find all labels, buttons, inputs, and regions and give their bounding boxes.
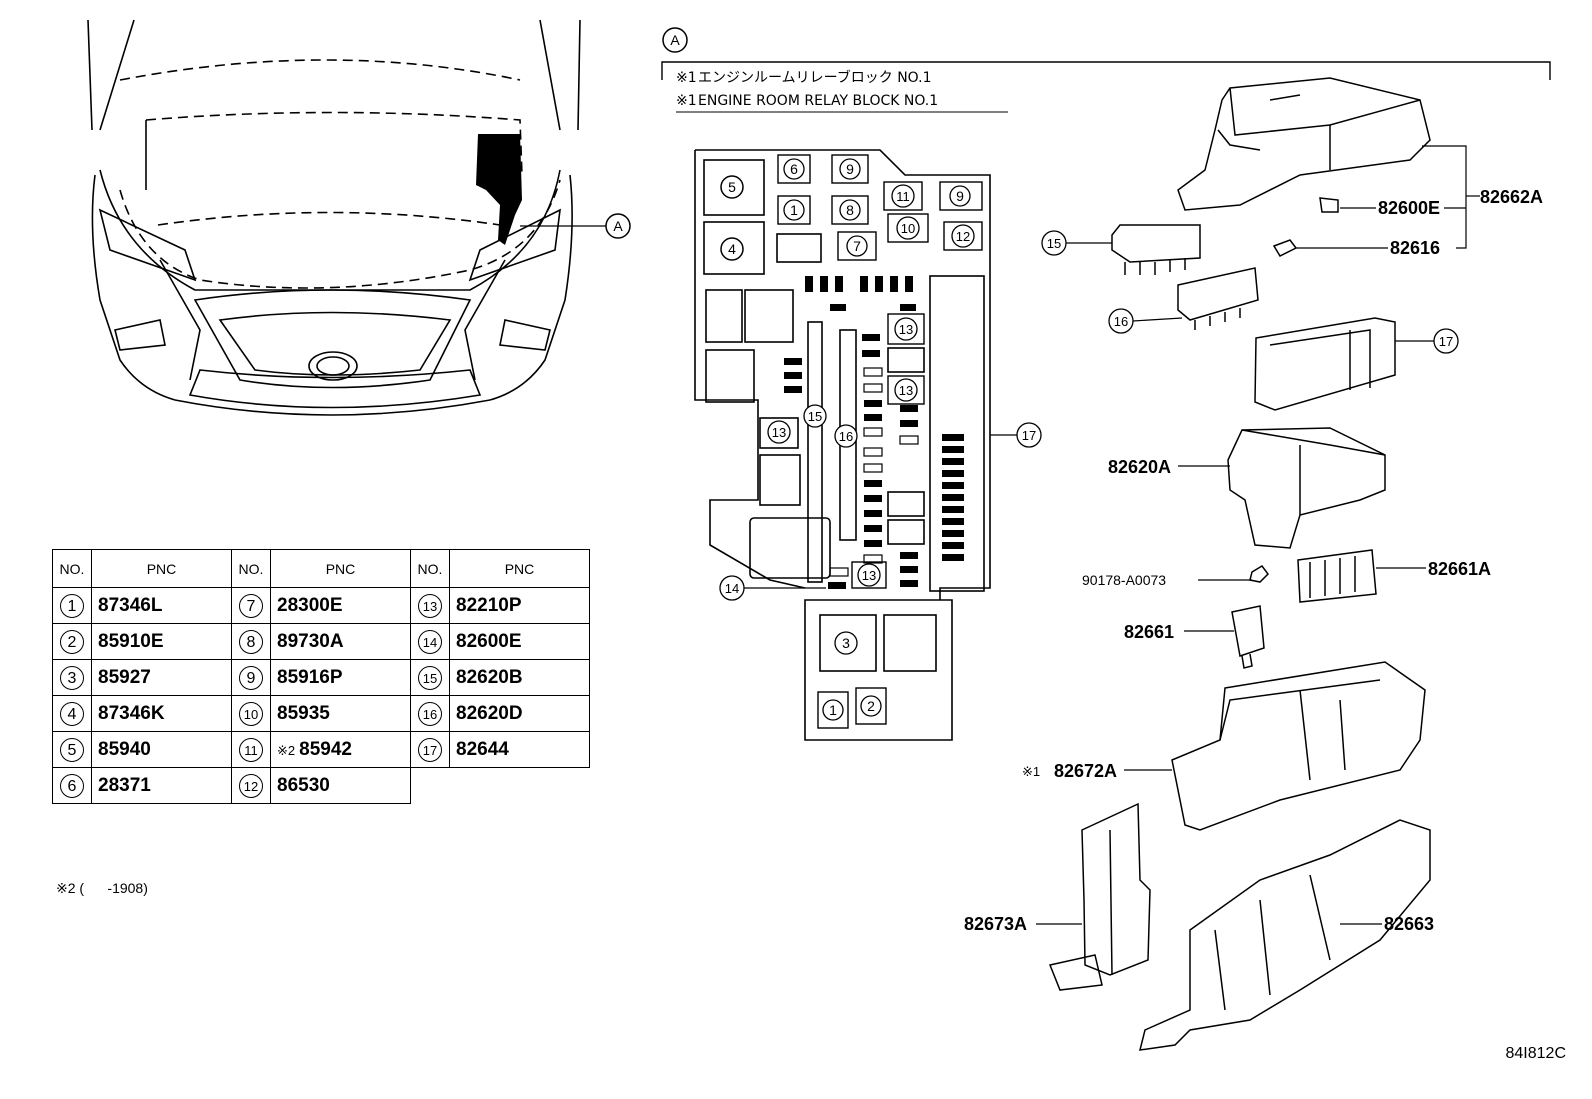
row-pnc: 89730A <box>270 623 411 660</box>
row-pnc: 85910E <box>91 623 232 660</box>
row-pnc: 82644 <box>449 731 590 768</box>
row-pnc: 87346L <box>91 587 232 624</box>
table-row: 2 85910E 8 89730A 14 82600E <box>52 623 590 660</box>
col-header-pnc: PNC <box>449 549 590 588</box>
row-no: 11 <box>239 737 263 762</box>
row-no: 3 <box>60 665 84 690</box>
relay-block-fuses <box>784 276 964 589</box>
frame-callout-letter: A <box>670 32 680 48</box>
label-82661A: 82661A <box>1428 559 1491 579</box>
row-pnc: 85935 <box>270 695 411 732</box>
callout-16: 16 <box>1114 314 1128 329</box>
relay-position-markers: 5 4 6 9 1 8 7 11 9 10 12 13 13 13 13 15 … <box>719 154 1042 729</box>
pos-13a: 13 <box>899 322 913 337</box>
col-header-pnc: PNC <box>91 549 232 588</box>
pos-12: 12 <box>956 229 970 244</box>
label-90178-A0073: 90178-A0073 <box>1082 572 1166 588</box>
table-header-row: NO. PNC NO. PNC NO. PNC <box>52 549 590 588</box>
row-pnc: 85916P <box>270 659 411 696</box>
row-no: 2 <box>60 629 84 654</box>
pos-9a: 9 <box>846 161 854 177</box>
callout-17: 17 <box>1439 334 1453 349</box>
pos-7: 7 <box>853 238 861 254</box>
row-note-symbol: ※2 <box>277 742 296 758</box>
exploded-parts <box>1048 77 1431 1051</box>
pos-13b: 13 <box>899 383 913 398</box>
label-82663: 82663 <box>1384 914 1434 934</box>
row-no: 15 <box>418 665 442 690</box>
pos-13d: 13 <box>862 568 876 583</box>
row-no: 4 <box>60 701 84 726</box>
row-pnc: 86530 <box>270 767 411 804</box>
pos-15: 15 <box>808 409 822 424</box>
label-82661: 82661 <box>1124 622 1174 642</box>
callout-15: 15 <box>1047 236 1061 251</box>
col-header-no: NO. <box>410 549 450 588</box>
pos-14: 14 <box>725 581 739 596</box>
label-82620A: 82620A <box>1108 457 1171 477</box>
vehicle-callout-letter: A <box>613 218 623 234</box>
row-pnc: 28371 <box>91 767 232 804</box>
header-title-jp: エンジンルームリレーブロック NO.1 <box>698 69 931 86</box>
row-no: 6 <box>60 773 84 798</box>
row-pnc: 82210P <box>449 587 590 624</box>
pos-2: 2 <box>867 698 875 714</box>
pos-16: 16 <box>839 429 853 444</box>
pos-5: 5 <box>728 179 736 195</box>
row-pnc: 82620D <box>449 695 590 732</box>
pos-3: 3 <box>842 635 850 651</box>
pos-1a: 1 <box>790 202 798 218</box>
header-note-symbol: ※1 <box>676 70 697 86</box>
label-82672A: 82672A <box>1054 761 1117 781</box>
pos-8: 8 <box>846 202 854 218</box>
pos-17: 17 <box>1022 428 1036 443</box>
row-no: 17 <box>418 737 442 762</box>
row-no: 10 <box>239 701 263 726</box>
row-no: 1 <box>60 593 84 618</box>
table-row: 4 87346K 10 85935 16 82620D <box>52 695 590 732</box>
row-no: 7 <box>239 593 263 618</box>
row-pnc: 85940 <box>91 731 232 768</box>
pos-11: 11 <box>896 189 910 204</box>
row-no: 16 <box>418 701 442 726</box>
row-no: 8 <box>239 629 263 654</box>
col-header-no: NO. <box>231 549 271 588</box>
row-pnc: 87346K <box>91 695 232 732</box>
label-82600E: 82600E <box>1378 198 1440 218</box>
pos-13c: 13 <box>772 425 786 440</box>
pos-1b: 1 <box>829 702 837 718</box>
row-no: 13 <box>418 593 442 618</box>
row-no: 9 <box>239 665 263 690</box>
label-82672A-note: ※1 <box>1022 764 1040 779</box>
col-header-no: NO. <box>52 549 92 588</box>
row-pnc: 82620B <box>449 659 590 696</box>
row-no: 5 <box>60 737 84 762</box>
row-no: 12 <box>239 773 263 798</box>
label-82616: 82616 <box>1390 238 1440 258</box>
label-82662A: 82662A <box>1480 187 1543 207</box>
header-note-symbol-2: ※1 <box>676 93 697 109</box>
row-pnc: 85942 <box>299 738 352 760</box>
row-pnc: 28300E <box>270 587 411 624</box>
label-82673A: 82673A <box>964 914 1027 934</box>
figure-code: 84I812C <box>1505 1045 1567 1062</box>
table-row: 3 85927 9 85916P 15 82620B <box>52 659 590 696</box>
table-row: 6 28371 12 86530 <box>52 767 590 804</box>
pos-9b: 9 <box>956 188 964 204</box>
pos-4: 4 <box>728 241 736 257</box>
pos-10: 10 <box>901 221 915 236</box>
row-pnc: 85927 <box>91 659 232 696</box>
footnote: ※2 ( -1908) <box>56 880 148 896</box>
header-title-en: ENGINE ROOM RELAY BLOCK NO.1 <box>698 93 938 109</box>
pnc-table: NO. PNC NO. PNC NO. PNC 1 87346L 7 28300… <box>52 549 590 804</box>
pos-6: 6 <box>790 161 798 177</box>
row-no: 14 <box>418 629 442 654</box>
col-header-pnc: PNC <box>270 549 411 588</box>
table-row: 1 87346L 7 28300E 13 82210P <box>52 587 590 624</box>
row-pnc: 82600E <box>449 623 590 660</box>
